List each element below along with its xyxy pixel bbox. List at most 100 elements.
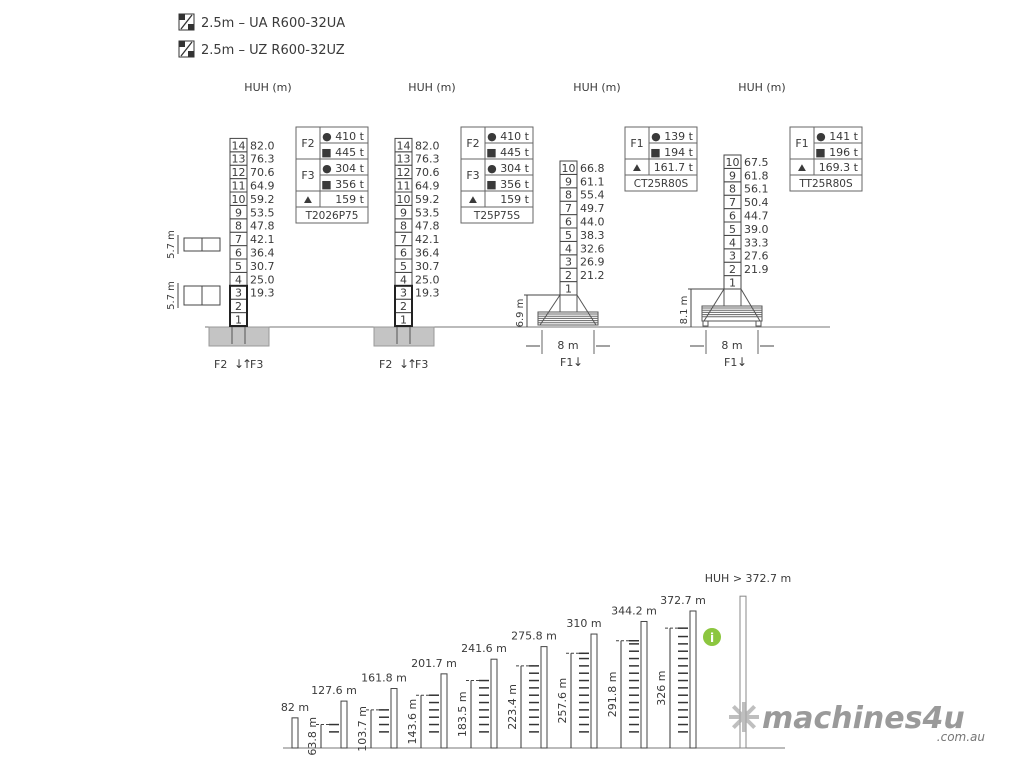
section-height: 42.1 [250, 233, 275, 246]
base-width-label: 8 m [721, 339, 742, 352]
model-row [624, 174, 698, 192]
weight-value: 161.7 t [654, 161, 694, 174]
section-height: 36.4 [415, 247, 440, 260]
section-number: 11 [397, 180, 411, 193]
section-height: 76.3 [250, 153, 275, 166]
climbing-section-icon [178, 40, 195, 58]
section-number: 9 [729, 169, 736, 182]
dimension-label: 6.9 m [515, 299, 526, 328]
huh-label: HUH (m) [244, 81, 291, 94]
section-number: 5 [729, 223, 736, 236]
anchor-height-label: 143.6 m [406, 699, 419, 745]
bar-label: 372.7 m [660, 594, 706, 607]
info-icon [703, 628, 721, 646]
weight-icon: ⛰ [469, 195, 478, 206]
legend-label: 2.5m – UZ R600-32UZ [201, 43, 345, 58]
section-number: 10 [397, 193, 411, 206]
force-label: F2 [214, 358, 227, 371]
section-number: 13 [232, 153, 246, 166]
section-height: 59.2 [250, 193, 275, 206]
section-number: 2 [400, 300, 407, 313]
section-number: 8 [729, 183, 736, 196]
logo-star-ray [742, 704, 757, 719]
load-value: ■ 356 t [486, 178, 529, 191]
model-name: CT25R80S [634, 178, 689, 190]
section-number: 8 [235, 220, 242, 233]
force-label: F1 [724, 356, 737, 369]
section-number: 7 [235, 233, 242, 246]
legend-label: 2.5m – UA R600-32UA [201, 16, 345, 31]
wheel-bogie [702, 320, 709, 327]
section-number: 7 [400, 233, 407, 246]
height-bar [440, 673, 448, 749]
bar-label: 344.2 m [611, 604, 657, 617]
model-name: T2026P75 [305, 210, 359, 222]
section-number: 1 [400, 314, 407, 327]
force-label: F1 [560, 356, 573, 369]
weight-value: 159 t [335, 193, 364, 206]
section-height: 30.7 [415, 260, 440, 273]
section-height: 82.0 [250, 139, 275, 152]
strut [703, 288, 725, 322]
bar-label: 161.8 m [361, 672, 407, 685]
bar-label: 201.7 m [411, 657, 457, 670]
section-height: 55.4 [580, 189, 605, 202]
section-number: 2 [235, 300, 242, 313]
section-height: 21.9 [744, 263, 769, 276]
icon-frame [178, 40, 195, 58]
section-height: 44.0 [580, 216, 605, 229]
section-height: 26.9 [580, 256, 605, 269]
bar-label: 127.6 m [311, 684, 357, 697]
dimension-label: 5.7 m [166, 230, 177, 259]
section-number: 14 [232, 139, 246, 152]
section-height: 64.9 [415, 180, 440, 193]
load-value: ■ 194 t [650, 146, 693, 159]
load-value: ● 410 t [487, 130, 530, 143]
bar-label: 241.6 m [461, 642, 507, 655]
height-bar [689, 610, 697, 749]
height-bar [490, 658, 498, 749]
cross-base [537, 294, 599, 326]
dimension-label: 5.7 m [166, 281, 177, 310]
section-number: 1 [729, 277, 736, 290]
section-number: 3 [400, 287, 407, 300]
section-height: 36.4 [250, 247, 275, 260]
height-bar [340, 700, 348, 749]
force-label: F2 [379, 358, 392, 371]
arrow-up-icon: ↑ [242, 357, 252, 371]
model-row [460, 206, 534, 224]
weight-icon: ⛰ [798, 163, 807, 174]
huh-label: HUH (m) [738, 81, 785, 94]
bar-label: HUH > 372.7 m [705, 572, 792, 585]
section-height: 53.5 [250, 206, 275, 219]
section-height: 56.1 [744, 183, 769, 196]
arrow-down-icon: ↓ [399, 357, 409, 371]
section-number: 14 [397, 139, 411, 152]
section-number: 5 [400, 260, 407, 273]
section-number: 5 [565, 229, 572, 242]
section-height: 61.8 [744, 169, 769, 182]
mast-section [394, 137, 413, 153]
section-height: 27.6 [744, 250, 769, 263]
anchor-height-label: 326 m [655, 670, 668, 705]
icon-frame [178, 13, 195, 31]
icon-fill [179, 14, 185, 20]
force-group-label: F3 [466, 169, 479, 182]
section-number: 10 [232, 193, 246, 206]
climbing-section-icon [178, 13, 195, 31]
force-group-label: F2 [301, 137, 314, 150]
section-number: 4 [565, 242, 572, 255]
section-number: 4 [235, 273, 242, 286]
anchor-height-label: 63.8 m [306, 717, 319, 756]
section-number: 4 [729, 236, 736, 249]
section-number: 1 [235, 314, 242, 327]
section-number: 6 [400, 247, 407, 260]
section-height: 38.3 [580, 229, 605, 242]
huh-label: HUH (m) [573, 81, 620, 94]
section-height: 61.1 [580, 175, 605, 188]
weight-icon: ⛰ [633, 163, 642, 174]
height-bar [390, 688, 398, 749]
section-height: 64.9 [250, 180, 275, 193]
force-group-label: F3 [301, 169, 314, 182]
foundation-block [208, 326, 270, 347]
